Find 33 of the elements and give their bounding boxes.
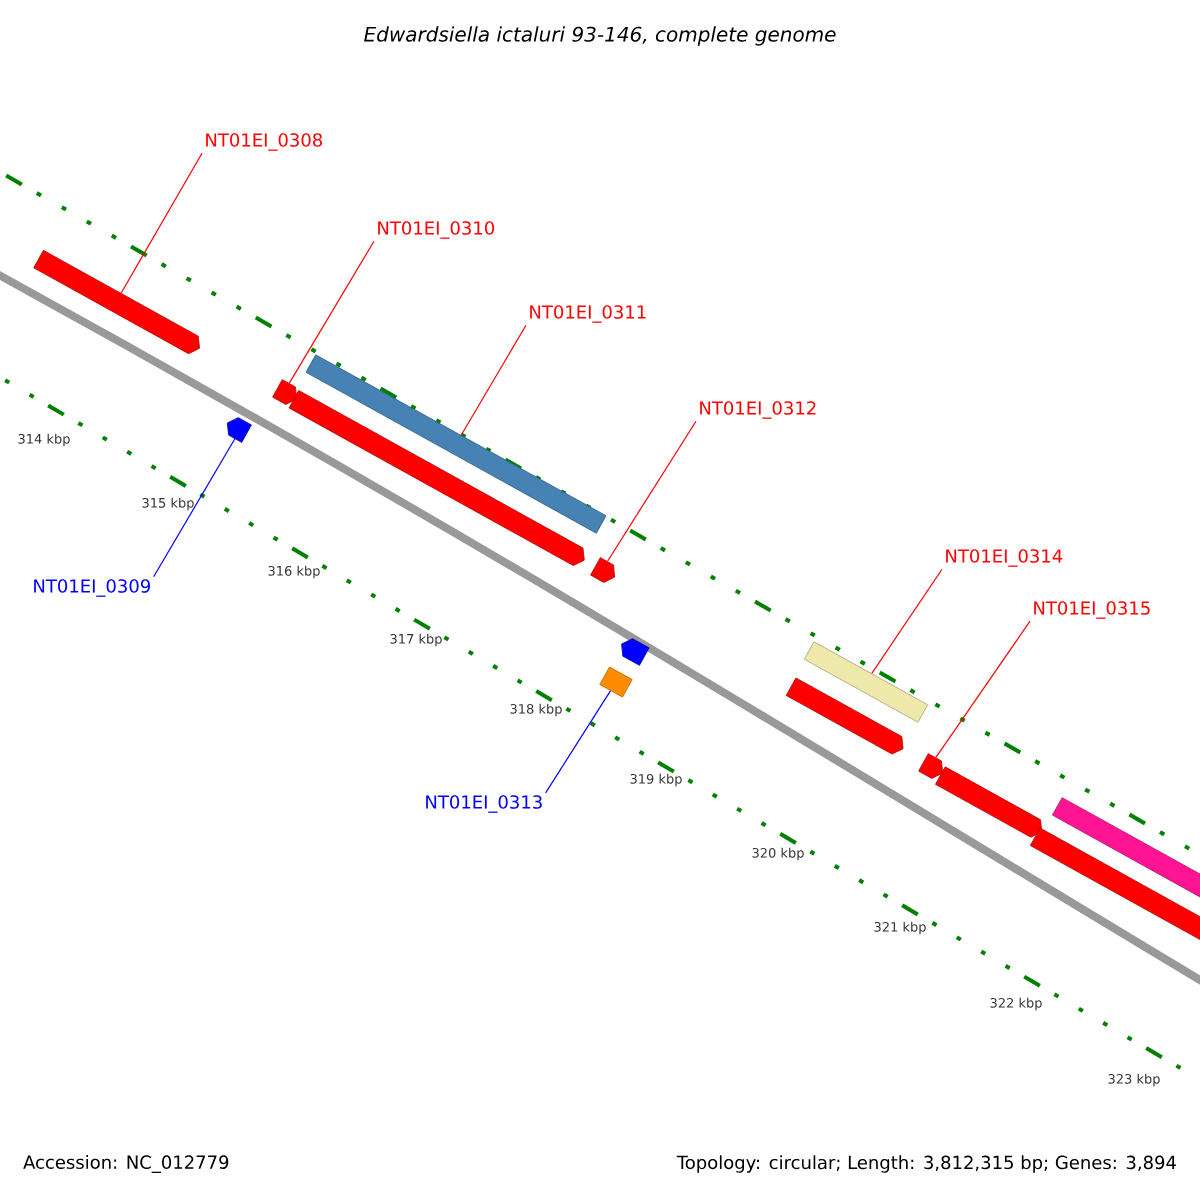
accession-text: Accession: NC_012779 <box>23 1155 229 1173</box>
gene-label: NT01EI_0315 <box>1034 601 1150 619</box>
gene-label: NT01EI_0313 <box>426 795 542 813</box>
gene-block <box>621 638 650 666</box>
gene-label: NT01EI_0311 <box>530 305 646 323</box>
gene-block <box>1030 827 1200 945</box>
gene-bar <box>599 666 633 698</box>
leader-line <box>935 620 1031 758</box>
gene-block <box>785 677 904 755</box>
gene-block <box>935 766 1043 838</box>
leader-line <box>871 568 943 674</box>
leader-line <box>153 438 236 578</box>
gene-label: NT01EI_0308 <box>206 133 322 151</box>
gene-bar <box>305 354 607 534</box>
leader-line <box>460 324 527 436</box>
gene-label: NT01EI_0312 <box>700 401 816 419</box>
gene-block <box>590 557 616 583</box>
gene-label: NT01EI_0314 <box>946 549 1063 567</box>
leader-line <box>606 420 697 562</box>
genome-info-text: Topology: circular; Length: 3,812,315 bp; Genes: 3,894 <box>676 1155 1176 1173</box>
gene-label: NT01EI_0310 <box>378 221 495 239</box>
gene-label: NT01EI_0309 <box>34 579 150 597</box>
gene-block <box>272 379 298 405</box>
leader-line <box>120 152 203 294</box>
gene-bar <box>1052 797 1200 903</box>
gene-block <box>288 390 585 566</box>
diagram-title: Edwardsiella ictaluri 93-146, complete genome <box>364 26 836 46</box>
leader-line <box>288 240 375 384</box>
gene-bar <box>803 641 929 723</box>
leader-line <box>545 690 611 794</box>
gene-block <box>226 417 252 443</box>
gene-block <box>918 753 944 779</box>
gene-block <box>33 249 200 355</box>
